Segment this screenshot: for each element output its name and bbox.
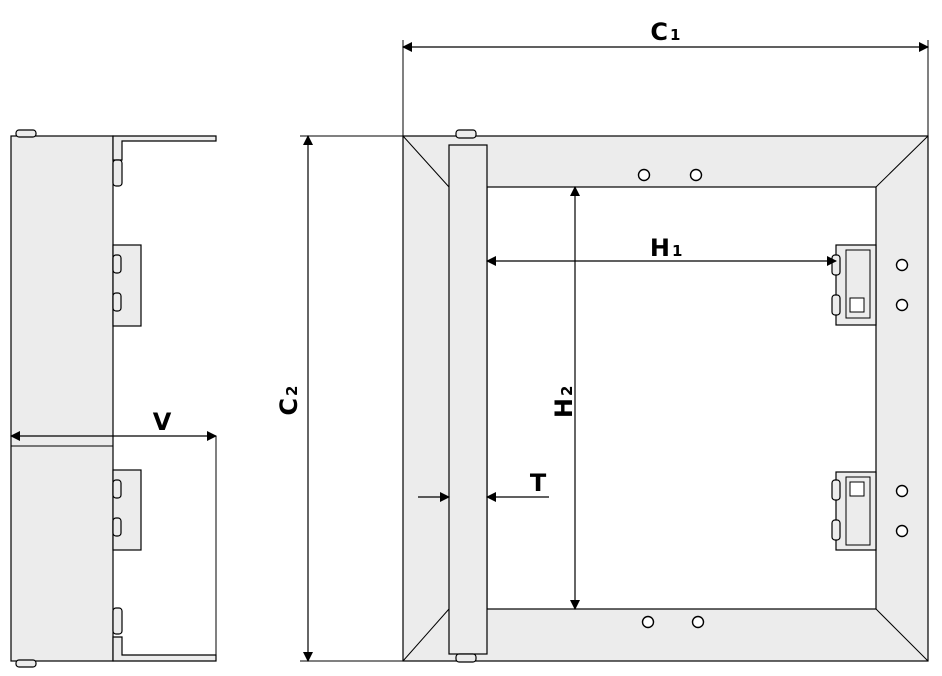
front-blade-top-knob	[455, 129, 477, 139]
label-v: V	[153, 408, 172, 436]
hole-top-2	[689, 168, 703, 182]
hole-bottom-1	[641, 615, 655, 629]
dimension-c1: C 1	[402, 18, 929, 136]
hole-top-1	[637, 168, 651, 182]
side-view-top-knob	[15, 129, 37, 138]
hole-right-1	[895, 258, 909, 272]
label-h2-sub: 2	[558, 386, 576, 396]
label-h1-sub: 1	[672, 242, 682, 260]
hole-right-3	[895, 484, 909, 498]
dimension-t: T	[418, 469, 549, 510]
label-h1: H	[650, 234, 670, 262]
dimension-h2: H 2	[550, 186, 580, 610]
front-view	[402, 129, 929, 663]
side-view-bottom-flange	[112, 636, 217, 662]
front-lower-latch	[831, 471, 877, 551]
side-view	[10, 129, 217, 668]
label-c1-sub: 1	[670, 26, 680, 44]
dimension-c2: C 2	[275, 135, 403, 662]
front-blade-bottom-knob	[455, 653, 477, 663]
label-c1: C	[650, 18, 668, 46]
label-h2: H	[550, 398, 578, 418]
label-t: T	[530, 469, 547, 497]
side-view-lower-bracket	[112, 469, 142, 551]
hole-right-2	[895, 298, 909, 312]
label-c2: C	[275, 398, 303, 416]
hole-right-4	[895, 524, 909, 538]
dimension-h1: H 1	[486, 234, 837, 266]
side-view-bottom-knob	[15, 659, 37, 668]
dimension-v: V	[10, 408, 217, 441]
hole-bottom-2	[691, 615, 705, 629]
front-blade	[448, 144, 488, 655]
front-upper-latch	[831, 244, 877, 326]
side-view-top-flange	[112, 135, 217, 161]
label-c2-sub: 2	[283, 386, 301, 396]
side-view-body	[10, 135, 114, 662]
